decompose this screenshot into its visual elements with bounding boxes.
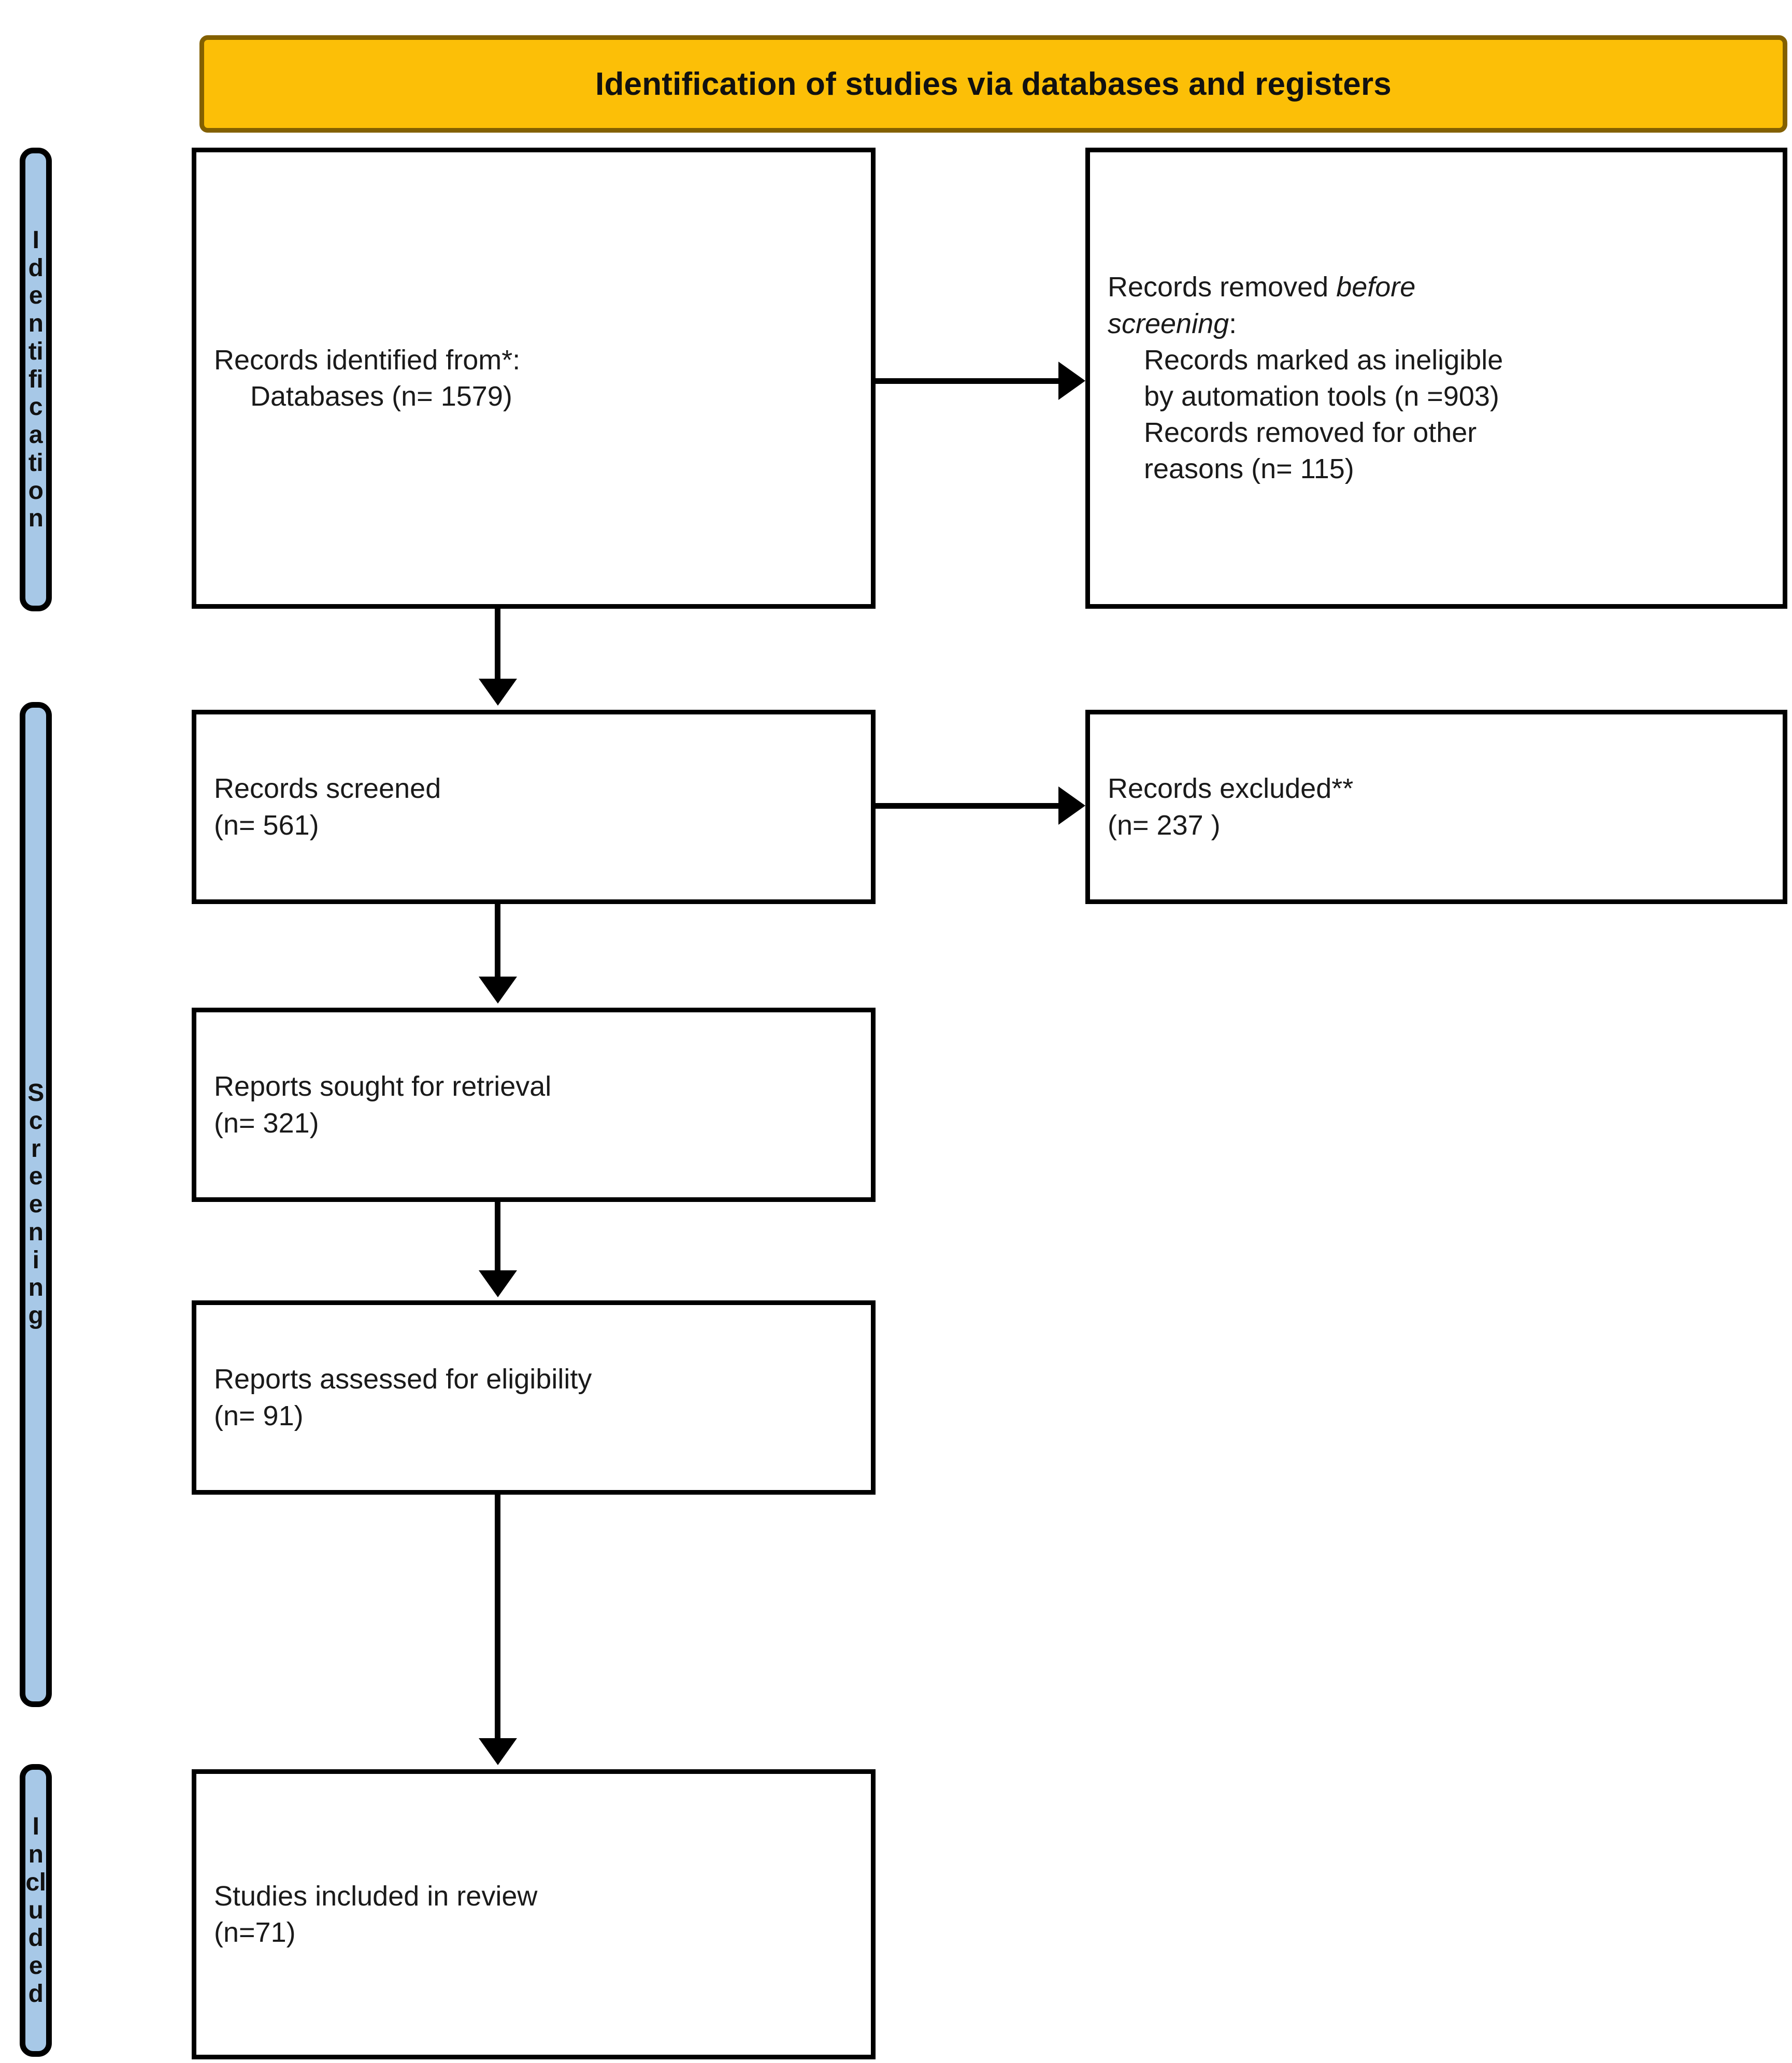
records-removed-prefix: Records removed [1108, 271, 1337, 303]
records-removed-line2: screening: [1108, 306, 1765, 342]
records-removed-italic-before: before [1336, 271, 1416, 303]
stage-tab-screening: Screening [20, 702, 52, 1707]
connector-sought-to-assessed [495, 1202, 500, 1273]
reports-sought-line1: Reports sought for retrieval [214, 1071, 552, 1102]
reports-sought-line2: (n= 321) [214, 1107, 319, 1139]
box-reports-sought: Reports sought for retrieval (n= 321) [192, 1008, 876, 1202]
connector-identified-to-screened [495, 609, 500, 681]
stage-tab-identification-label: Identification [28, 226, 44, 533]
records-removed-line5: Records removed for other [1144, 417, 1477, 449]
records-removed-line4: by automation tools (n =903) [1144, 381, 1499, 412]
box-records-identified: Records identified from*: Databases (n= … [192, 148, 876, 609]
stage-tab-included: Included [20, 1764, 52, 2057]
box-reports-assessed: Reports assessed for eligibility (n= 91) [192, 1300, 876, 1495]
stage-tab-screening-label: Screening [27, 1079, 44, 1330]
records-identified-line1: Records identified from*: [214, 344, 521, 376]
connector-screened-to-sought [495, 904, 500, 979]
records-identified-line2: Databases (n= 1579) [250, 381, 512, 412]
records-removed-line1: Records removed before [1108, 269, 1765, 305]
connector-assessed-to-included [495, 1492, 500, 1741]
box-studies-included: Studies included in review (n=71) [192, 1769, 876, 2059]
reports-assessed-line2: (n= 91) [214, 1400, 304, 1431]
arrowhead-identified-to-removed [1058, 362, 1085, 400]
stage-tab-identification: Identification [20, 148, 52, 611]
box-records-removed: Records removed before screening: Record… [1085, 148, 1787, 609]
arrowhead-screened-to-excluded [1058, 786, 1085, 825]
records-removed-line3: Records marked as ineligible [1144, 344, 1503, 376]
studies-included-line1: Studies included in review [214, 1880, 538, 1912]
records-screened-line1: Records screened [214, 773, 441, 805]
arrowhead-identified-to-screened [479, 679, 517, 706]
connector-identified-to-removed [876, 378, 1060, 384]
arrowhead-screened-to-sought [479, 977, 517, 1004]
stage-tab-included-label: Included [25, 1813, 46, 2008]
connector-screened-to-excluded [876, 803, 1060, 809]
reports-assessed-line1: Reports assessed for eligibility [214, 1364, 592, 1395]
records-excluded-line1: Records excluded** [1108, 773, 1354, 805]
box-records-excluded: Records excluded** (n= 237 ) [1085, 710, 1787, 904]
records-removed-italic-screening: screening [1108, 308, 1229, 339]
arrowhead-assessed-to-included [479, 1738, 517, 1765]
records-removed-colon: : [1229, 308, 1237, 339]
page-title: Identification of studies via databases … [199, 35, 1787, 133]
studies-included-line2: (n=71) [214, 1917, 296, 1948]
box-records-screened: Records screened (n= 561) [192, 710, 876, 904]
records-removed-line6: reasons (n= 115) [1144, 453, 1354, 485]
arrowhead-sought-to-assessed [479, 1270, 517, 1297]
records-screened-line2: (n= 561) [214, 809, 319, 841]
records-excluded-line2: (n= 237 ) [1108, 809, 1221, 841]
